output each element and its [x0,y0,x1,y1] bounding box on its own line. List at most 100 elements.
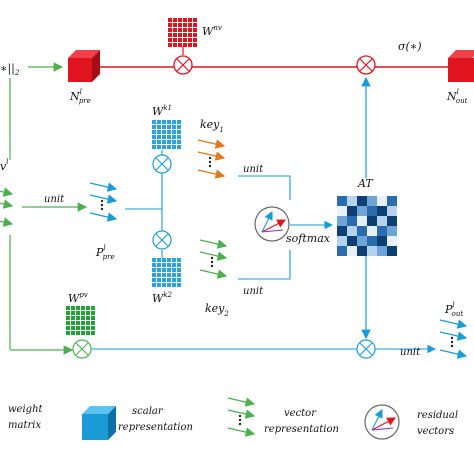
at-cell [367,206,377,216]
at-cell [367,196,377,206]
legend-residual-line1: residual [417,410,458,421]
w-k1-cell [167,130,171,134]
w-k2-cell [172,273,176,277]
w-pv-cell [66,306,70,310]
unit-top-connector [238,175,291,200]
w-k1-cell [162,145,166,149]
w-k2-cell [152,263,156,267]
legend-vec-arrow [227,397,256,407]
w-k2-cell [177,278,181,282]
w-k2-cell [152,283,156,287]
w-pv-cell [91,306,95,310]
w-k2-cell [167,268,171,272]
w-k1-cell [172,130,176,134]
legend-scalar-line2: representation [118,422,193,433]
w-nv-weight-grid [168,18,197,47]
unit-bottom-label: unit [243,286,264,297]
w-nv-cell [188,23,192,27]
w-nv-cell [173,23,177,27]
w-k1-cell [167,120,171,124]
at-cell [387,216,397,226]
at-attention-heatmap [337,196,397,256]
w-pv-cell [66,331,70,335]
w-k2-cell [172,258,176,262]
at-cell [377,246,387,256]
w-k2-cell [157,258,161,262]
w-nv-cell [178,28,182,32]
w-pv-label: Wpv [68,291,88,305]
w-pv-cell [81,321,85,325]
n-pre-cube [68,50,100,82]
w-nv-cell [168,43,172,47]
w-pv-cell [86,316,90,320]
w-nv-cell [188,38,192,42]
w-nv-cell [168,23,172,27]
left-vec-arrow [0,187,14,197]
key1-label: key1 [200,118,224,134]
at-cell [387,206,397,216]
legend: weight matrix scalar representation vect… [8,397,458,440]
at-cell [367,216,377,226]
w-pv-cell [71,321,75,325]
at-cell [357,206,367,216]
w-pv-cell [86,321,90,325]
w-k2-cell [177,263,181,267]
w-k2-cell [172,268,176,272]
softmax-label: softmax [286,232,331,245]
at-cell [357,226,367,236]
w-nv-cell [178,43,182,47]
at-cell [347,236,357,246]
w-k1-cell [167,140,171,144]
w-k2-cell [162,258,166,262]
p-pre-vec-dot [100,203,104,207]
legend-vec-dot [238,414,242,418]
w-nv-cell [168,18,172,22]
w-k2-cell [152,268,156,272]
n-out-cube [448,50,474,82]
w-pv-cell [66,326,70,330]
legend-weight-line1: weight [8,404,44,415]
w-k2-cell [152,273,156,277]
w-k2-cell [167,273,171,277]
legend-weight-line2: matrix [8,420,41,431]
unit-right-label: unit [400,347,421,358]
at-cell [357,236,367,246]
w-nv-cell [183,18,187,22]
left-vector-label: vl [0,158,8,173]
w-k1-cell [177,135,181,139]
w-nv-cell [178,23,182,27]
at-cell [347,246,357,256]
p-pre-vec-arrow [89,212,118,222]
at-cell [337,226,347,236]
key2-vec-arrow [199,269,228,279]
p-pre-vec-arrow [89,194,118,204]
at-cell [377,216,387,226]
w-nv-cell [173,18,177,22]
key1-vec-arrow [197,151,226,161]
left-vec-arrow [0,199,14,209]
w-pv-cell [71,306,75,310]
at-cell [337,196,347,206]
w-nv-cell [193,38,197,42]
p-out-vec-arrow [439,319,468,329]
key2-label: key2 [205,302,229,318]
w-pv-cell [76,311,80,315]
p-pre-vector-group [89,182,118,222]
p-out-vec-arrow [439,349,468,359]
at-cell [337,236,347,246]
w-k1-cell [157,120,161,124]
w-nv-cell [183,23,187,27]
legend-vec-dot [238,422,242,426]
w-k2-cell [157,278,161,282]
unit-bottom-connector [238,250,291,280]
p-out-vec-arrow [439,331,468,341]
sigma-label: σ(∗) [398,40,422,53]
w-pv-cell [71,316,75,320]
w-k1-cell [167,125,171,129]
at-label: AT [357,177,374,190]
p-pre-vec-dot [100,199,104,203]
legend-residual-line2: vectors [417,426,454,437]
w-k1-cell [152,130,156,134]
w-k1-cell [177,125,181,129]
